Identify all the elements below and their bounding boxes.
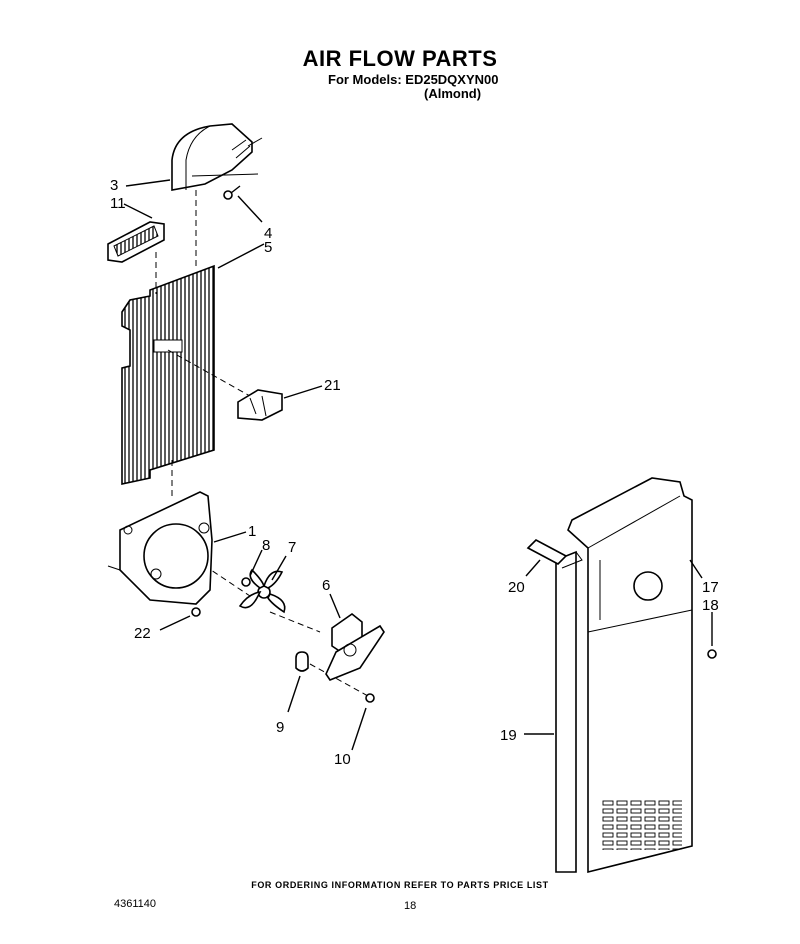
callout-6: 11 <box>110 195 126 212</box>
callout-20: 20 <box>508 579 525 596</box>
ordering-note: FOR ORDERING INFORMATION REFER TO PARTS … <box>251 880 549 890</box>
part-6-grille <box>107 221 165 263</box>
callout-10: 9 <box>276 719 284 736</box>
callout-18: 18 <box>702 597 719 614</box>
part-4-screw <box>223 185 241 200</box>
color-line: (Almond) <box>424 86 482 101</box>
part-3-duct-cover <box>171 123 263 191</box>
part-21-bracket <box>237 389 283 421</box>
part-11-screw <box>365 693 375 703</box>
page-title: AIR FLOW PARTS <box>302 46 498 71</box>
part-19-insulation-strip <box>555 550 583 873</box>
callout-17: 17 <box>702 579 719 596</box>
part-1-fan-shroud <box>107 491 213 605</box>
callout-1: 1 <box>248 523 256 540</box>
page-number: 18 <box>404 900 417 912</box>
models-line: For Models: ED25DQXYN00 <box>328 72 499 87</box>
document-number: 4361140 <box>114 898 157 910</box>
callout-4: 4 <box>264 225 272 242</box>
callout-9: 8 <box>262 537 270 554</box>
leader-lines <box>123 179 713 751</box>
part-8-fan-blade <box>238 568 286 614</box>
part-9-nut <box>241 577 251 587</box>
part-17-air-duct-panel <box>567 477 693 874</box>
part-10-grommet <box>295 651 309 672</box>
callout-3: 3 <box>110 177 118 194</box>
callout-5: 5 <box>264 239 272 256</box>
part-18-screw <box>707 649 717 659</box>
part-22-screw <box>191 607 201 617</box>
callout-21: 21 <box>324 377 341 394</box>
callout-labels: 3 11 4 5 21 1 8 7 6 22 9 10 17 18 19 20 <box>110 177 719 768</box>
part-5-evaporator-cover <box>121 264 215 485</box>
callout-22: 22 <box>134 625 151 642</box>
part-20-seal <box>526 539 568 565</box>
callout-8: 7 <box>288 539 296 556</box>
callout-19: 19 <box>500 727 517 744</box>
callout-7: 6 <box>322 577 330 594</box>
callout-11: 10 <box>334 751 351 768</box>
part-7-fan-motor <box>325 613 385 681</box>
